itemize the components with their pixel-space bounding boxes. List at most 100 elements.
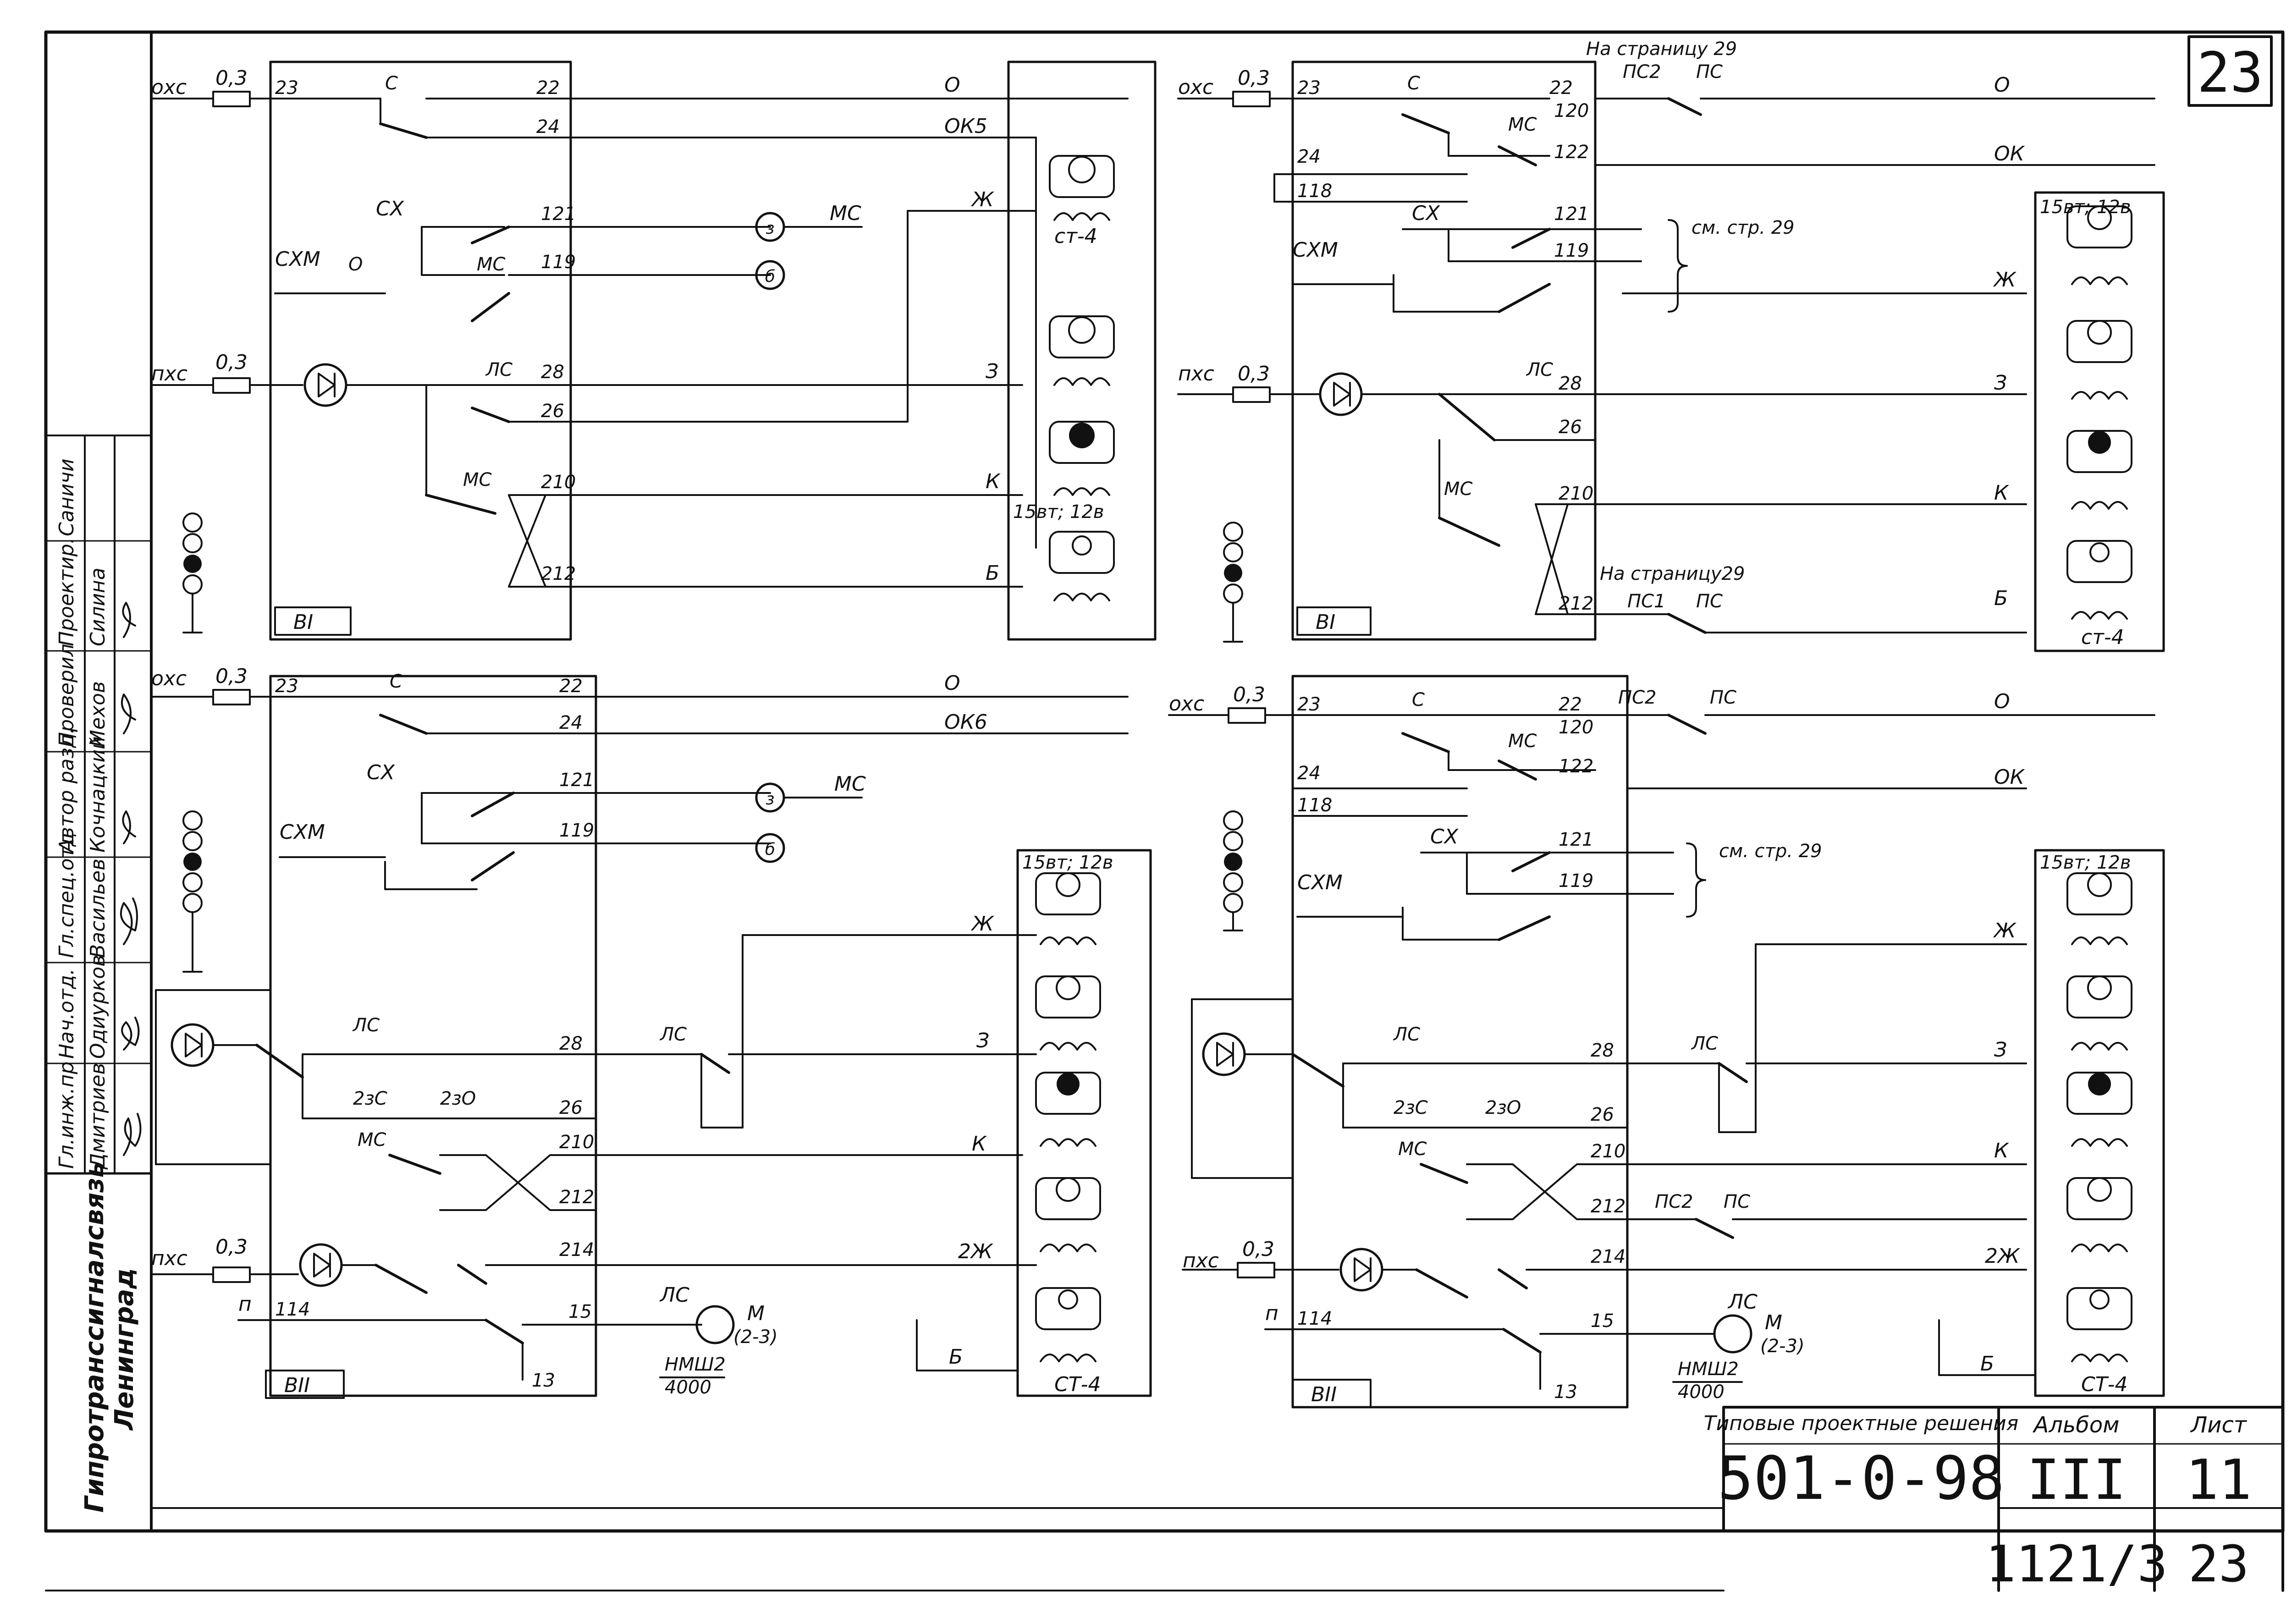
terminal-q2: 122 — [1554, 142, 1589, 163]
terminal-q1: 212 — [541, 563, 576, 584]
wire-b-q3: Б — [949, 1345, 963, 1369]
terminal-q3: 22 — [559, 676, 583, 697]
terminal-q4: 24 — [1297, 763, 1321, 784]
terminal-q1: 22 — [536, 77, 560, 99]
terminal-q1: 24 — [536, 116, 560, 138]
lamp-rating-q2: 15вт; 12в — [2040, 197, 2131, 218]
bus-oxc-q1: охс — [151, 76, 187, 99]
contact-q2: СХМ — [1293, 238, 1338, 262]
mc-label-q3: МС — [834, 772, 866, 796]
terminal-q4: 120 — [1559, 717, 1593, 738]
wire-zh-q2: Ж — [1993, 268, 2017, 292]
terminal-q3: 28 — [559, 1033, 583, 1054]
wire-z-q4: З — [1994, 1038, 2007, 1062]
see-page-q4: см. стр. 29 — [1719, 841, 1822, 862]
project-number: 501-0-98 — [1718, 1443, 2005, 1513]
wire-2zh-q3: 2Ж — [958, 1240, 993, 1263]
contact-q4: ПС — [1724, 1191, 1750, 1212]
fuse-value-q4b: 0,3 — [1242, 1238, 1274, 1261]
wire-k-q1: К — [986, 470, 1001, 493]
relay-res-q3: 4000 — [665, 1377, 711, 1398]
contact-q3: 2зС — [353, 1088, 387, 1109]
bus-oxc-q3: охс — [151, 667, 187, 690]
terminal-q4: 28 — [1591, 1040, 1614, 1061]
contact-q1: МС — [477, 254, 506, 275]
contact-q1: С — [385, 73, 398, 94]
wire-k-q4: К — [1994, 1139, 2009, 1162]
album-label: Альбом — [2033, 1412, 2120, 1438]
motor-range-q4: (2-3) — [1760, 1336, 1805, 1357]
wire-z-q2: З — [1994, 371, 2007, 395]
inventory-block: 1121/3 — [1997, 1507, 2000, 1532]
terminal-q4: 22 — [1559, 694, 1582, 715]
contact-q2: ПС1 — [1627, 591, 1665, 612]
wire-2zh-q4: 2Ж — [1985, 1244, 2020, 1268]
lamp-rating-q3: 15вт; 12в — [1022, 852, 1113, 873]
inventory-number-bottom: 1121/3 — [1985, 1535, 2167, 1593]
approval-role: Проверил — [55, 644, 78, 747]
sheet-frame — [44, 30, 2285, 1533]
wire-o-q4: О — [1994, 690, 2010, 713]
terminal-q3: 15 — [568, 1301, 592, 1322]
motor-m-q3: М — [747, 1302, 765, 1325]
fuse-value-q2b: 0,3 — [1238, 362, 1270, 385]
contact-q2: ПС — [1696, 61, 1723, 83]
motor-relay-q4: ЛС — [1727, 1290, 1758, 1314]
terminal-q1: 26 — [541, 401, 564, 422]
terminal-q2: 118 — [1297, 181, 1332, 202]
wire-k-q2: К — [1994, 481, 2009, 505]
unit-label-q2: ВI — [1316, 611, 1335, 634]
fuse-value-q3b: 0,3 — [215, 1235, 248, 1259]
terminal-q3: 212 — [559, 1187, 594, 1208]
terminal-q1: 28 — [541, 362, 564, 383]
contact-q3: СХМ — [280, 820, 325, 844]
terminal-q2: 121 — [1554, 204, 1589, 225]
bus-p-q4: п — [1265, 1302, 1278, 1325]
terminal-q2: 210 — [1559, 483, 1593, 504]
signal-mast-q1 — [182, 512, 203, 633]
lamp-z-q1: з — [766, 219, 774, 238]
terminal-q2: 119 — [1554, 240, 1589, 261]
approval-name: Саничи — [55, 458, 78, 536]
approval-name: Кочнацкий — [86, 736, 110, 853]
contact-q2: С — [1407, 73, 1420, 94]
contact-q2: МС — [1508, 114, 1537, 135]
contact-q4: 2зС — [1394, 1097, 1428, 1118]
terminal-q3: 119 — [559, 820, 594, 841]
wire-b-q4: Б — [1980, 1352, 1994, 1376]
contact-q4: СХМ — [1297, 871, 1343, 894]
terminal-q3: 214 — [559, 1239, 594, 1261]
contact-q1: СХМ — [275, 248, 320, 271]
lamp-stack-q3 — [1035, 872, 1101, 1362]
terminal-q1: 121 — [541, 204, 576, 225]
relay-type-q4: НМШ2 — [1678, 1359, 1739, 1380]
contact-q1: ЛС — [485, 359, 512, 380]
terminal-q3: 114 — [275, 1299, 310, 1320]
contact-q2: СХ — [1412, 202, 1440, 225]
terminal-q2: 212 — [1559, 593, 1593, 614]
terminal-q4: 121 — [1559, 829, 1593, 850]
sheet-value: 11 — [2186, 1448, 2252, 1512]
approval-role: Автор разд. — [55, 727, 78, 854]
page-number-box: 23 — [2187, 35, 2273, 107]
signal-mast-q4 — [1223, 810, 1243, 931]
approval-role: Гл.спец.отд — [55, 832, 78, 958]
wire-o-q2: О — [1994, 73, 2010, 97]
contact-q1: СХ — [376, 197, 404, 220]
approval-role: Проектир. — [55, 537, 78, 646]
lamp-stack-q4 — [2066, 872, 2132, 1362]
lamp-stack-q2 — [2066, 205, 2132, 620]
transformer-q1: ст-4 — [1054, 225, 1097, 248]
wire-z-q1: З — [986, 360, 998, 383]
terminal-q4: 118 — [1297, 795, 1332, 816]
wire-ok-q2: ОК — [1994, 142, 2025, 165]
contact-q3: МС — [358, 1129, 386, 1151]
contact-q4: ПС — [1710, 687, 1736, 708]
wire-o-q3: О — [944, 672, 960, 695]
approval-name: Дмитриев — [86, 1063, 110, 1170]
contact-q2: ПС — [1696, 591, 1723, 612]
terminal-q4: 122 — [1559, 756, 1593, 777]
wire-zh-q3: Ж — [970, 912, 994, 936]
terminal-q4: 210 — [1591, 1141, 1625, 1162]
wire-k-q3: К — [972, 1132, 987, 1156]
